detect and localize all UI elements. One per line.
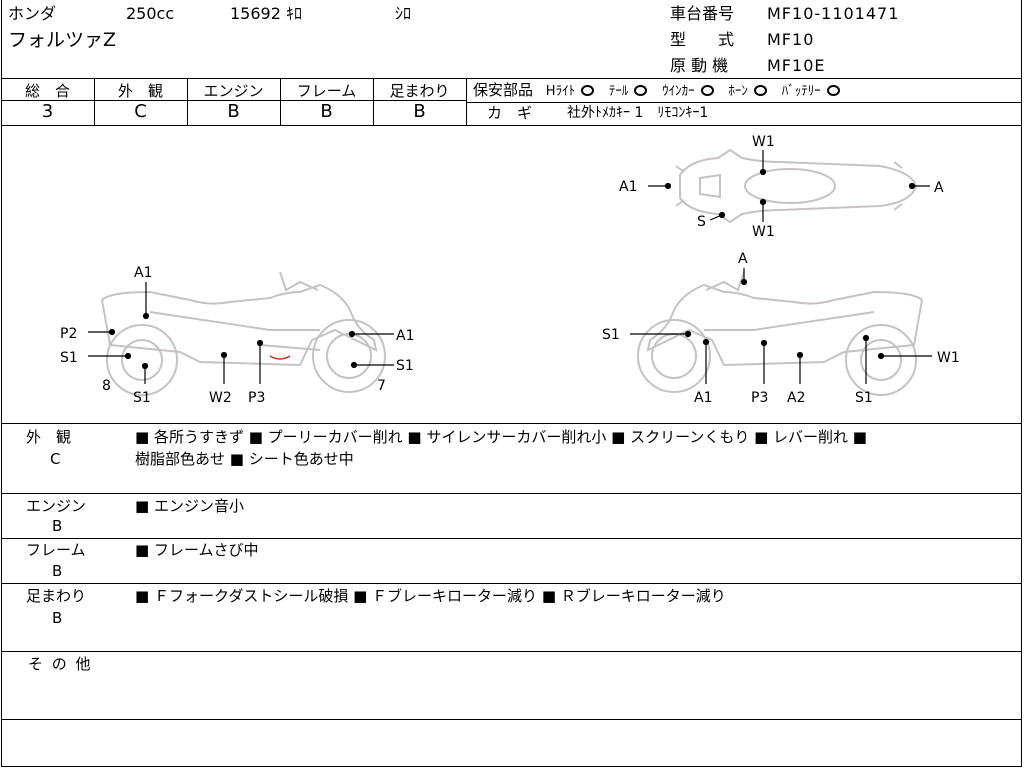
label-top-a1: A1: [619, 179, 637, 195]
note-exterior-label: 外 観: [26, 428, 72, 446]
type-label: 型 式: [670, 30, 735, 49]
label-right-s1b: S1: [855, 390, 873, 406]
label-left-p2: P2: [60, 326, 77, 342]
label-left-w2: W2: [209, 390, 232, 406]
label-left-a1b: A1: [396, 328, 414, 344]
grade-suspension-label: 足まわり: [389, 82, 450, 100]
safety-winker: ｳｲﾝｶｰ: [662, 84, 695, 99]
color: ｼﾛ: [395, 4, 412, 23]
safety-row: 保安部品 Hﾗｲﾄ ﾃｰﾙ ｳｲﾝｶｰ ﾎｰﾝ ﾊﾞｯﾃﾘｰ: [473, 81, 840, 101]
rule-notes-2: [1, 538, 1022, 539]
damage-mark: [269, 355, 291, 360]
note-engine-grade: B: [52, 517, 63, 535]
note-engine-label: エンジン: [26, 497, 87, 515]
callout-lines: [88, 150, 932, 384]
label-right-a1: A1: [694, 390, 712, 406]
label-right-a2: A2: [787, 390, 805, 406]
ok-circle-icon: [700, 85, 714, 96]
rule-notes-3: [1, 583, 1022, 584]
note-frame-grade: B: [52, 562, 63, 580]
rule-grade-mid: [1, 100, 467, 101]
note-suspension-label: 足まわり: [26, 587, 87, 605]
ok-circle-icon: [753, 85, 767, 96]
rule-notes-5: [1, 719, 1022, 720]
ok-circle-icon: [581, 85, 595, 96]
rule-notes-1: [1, 493, 1022, 494]
col-rule: [466, 78, 467, 126]
note-engine-line1: ■ エンジン音小: [135, 497, 244, 515]
label-right-s1: S1: [602, 327, 620, 343]
key-value: 社外ﾄﾒｶｷｰ 1 ﾘﾓｺﾝｷｰ1: [567, 105, 709, 121]
scooter-left-view: [100, 271, 386, 396]
note-other-label: そ の 他: [28, 655, 93, 673]
label-top-a: A: [934, 180, 944, 196]
model-name: フォルツァZ: [8, 29, 117, 51]
safety-headlight: Hﾗｲﾄ: [545, 84, 576, 99]
rule-diagram-bottom: [1, 423, 1022, 424]
maker: ホンダ: [8, 4, 57, 23]
mileage: 15692 ｷﾛ: [230, 4, 302, 23]
grade-overall-label: 総 合: [24, 82, 70, 100]
note-suspension-grade: B: [52, 609, 63, 627]
frame-no-label: 車台番号: [670, 4, 735, 23]
safety-battery: ﾊﾞｯﾃﾘｰ: [781, 84, 821, 99]
note-exterior-grade: C: [50, 450, 61, 468]
ok-circle-icon: [826, 85, 840, 96]
callout-labels: W1 A1 A S W1 A1 P2 S1 8 S1 W2 P3 A1 S1 7…: [60, 134, 960, 406]
scooter-diagram: W1 A1 A S W1 A1 P2 S1 8 S1 W2 P3 A1 S1 7…: [60, 134, 960, 406]
displacement: 250cc: [126, 4, 175, 23]
col-rule: [280, 78, 281, 126]
frame-no: MF10-1101471: [767, 4, 900, 23]
grade-overall-value: 3: [41, 101, 54, 122]
note-exterior-line2: 樹脂部色あせ ■ シート色あせ中: [135, 450, 354, 468]
rule-notes-4: [1, 651, 1022, 652]
note-frame-label: フレーム: [26, 541, 86, 559]
ok-circle-icon: [634, 85, 648, 96]
label-top-w1: W1: [752, 134, 775, 150]
col-rule: [187, 78, 188, 126]
label-right-p3: P3: [751, 390, 768, 406]
label-left-8: 8: [102, 378, 111, 394]
grade-frame-value: B: [320, 101, 333, 122]
grade-engine-label: エンジン: [203, 82, 264, 100]
grade-engine-value: B: [227, 101, 240, 122]
key-label: カ ギ: [487, 104, 533, 122]
grade-exterior-label: 外 観: [117, 82, 163, 100]
label-left-p3: P3: [248, 390, 265, 406]
scooter-top-view: [675, 148, 918, 224]
col-rule: [373, 78, 374, 126]
rule-safety-mid: [467, 102, 1022, 103]
note-exterior-line1: ■ 各所うすきず ■ プーリーカバー削れ ■ サイレンサーカバー削れ小 ■ スク…: [135, 428, 867, 446]
label-left-s1b: S1: [133, 390, 151, 406]
label-left-7: 7: [377, 378, 386, 394]
engine-value: MF10E: [767, 56, 826, 75]
label-right-a: A: [738, 251, 748, 267]
safety-horn: ﾎｰﾝ: [728, 84, 748, 99]
note-frame-line1: ■ フレームさび中: [135, 541, 259, 559]
safety-label: 保安部品: [473, 81, 534, 99]
label-right-w1: W1: [937, 350, 960, 366]
label-left-s1c: S1: [396, 358, 414, 374]
col-rule: [94, 78, 95, 126]
note-suspension-line1: ■ Ｆフォークダストシール破損 ■ Ｆブレーキローター減り ■ Ｒブレーキロータ…: [135, 587, 726, 605]
label-top-s: S: [697, 214, 706, 230]
label-left-s1: S1: [60, 350, 78, 366]
label-left-a1: A1: [134, 265, 152, 281]
safety-tail: ﾃｰﾙ: [608, 84, 629, 99]
grade-exterior-value: C: [134, 101, 147, 122]
grade-frame-label: フレーム: [296, 82, 357, 100]
rule-top: [1, 78, 1022, 79]
scooter-right-view: [637, 271, 924, 396]
grade-suspension-value: B: [413, 101, 426, 122]
type-value: MF10: [767, 30, 815, 49]
engine-label: 原 動 機: [670, 56, 729, 75]
label-top-w1b: W1: [752, 224, 775, 240]
rule-grade-bottom: [1, 125, 1022, 126]
